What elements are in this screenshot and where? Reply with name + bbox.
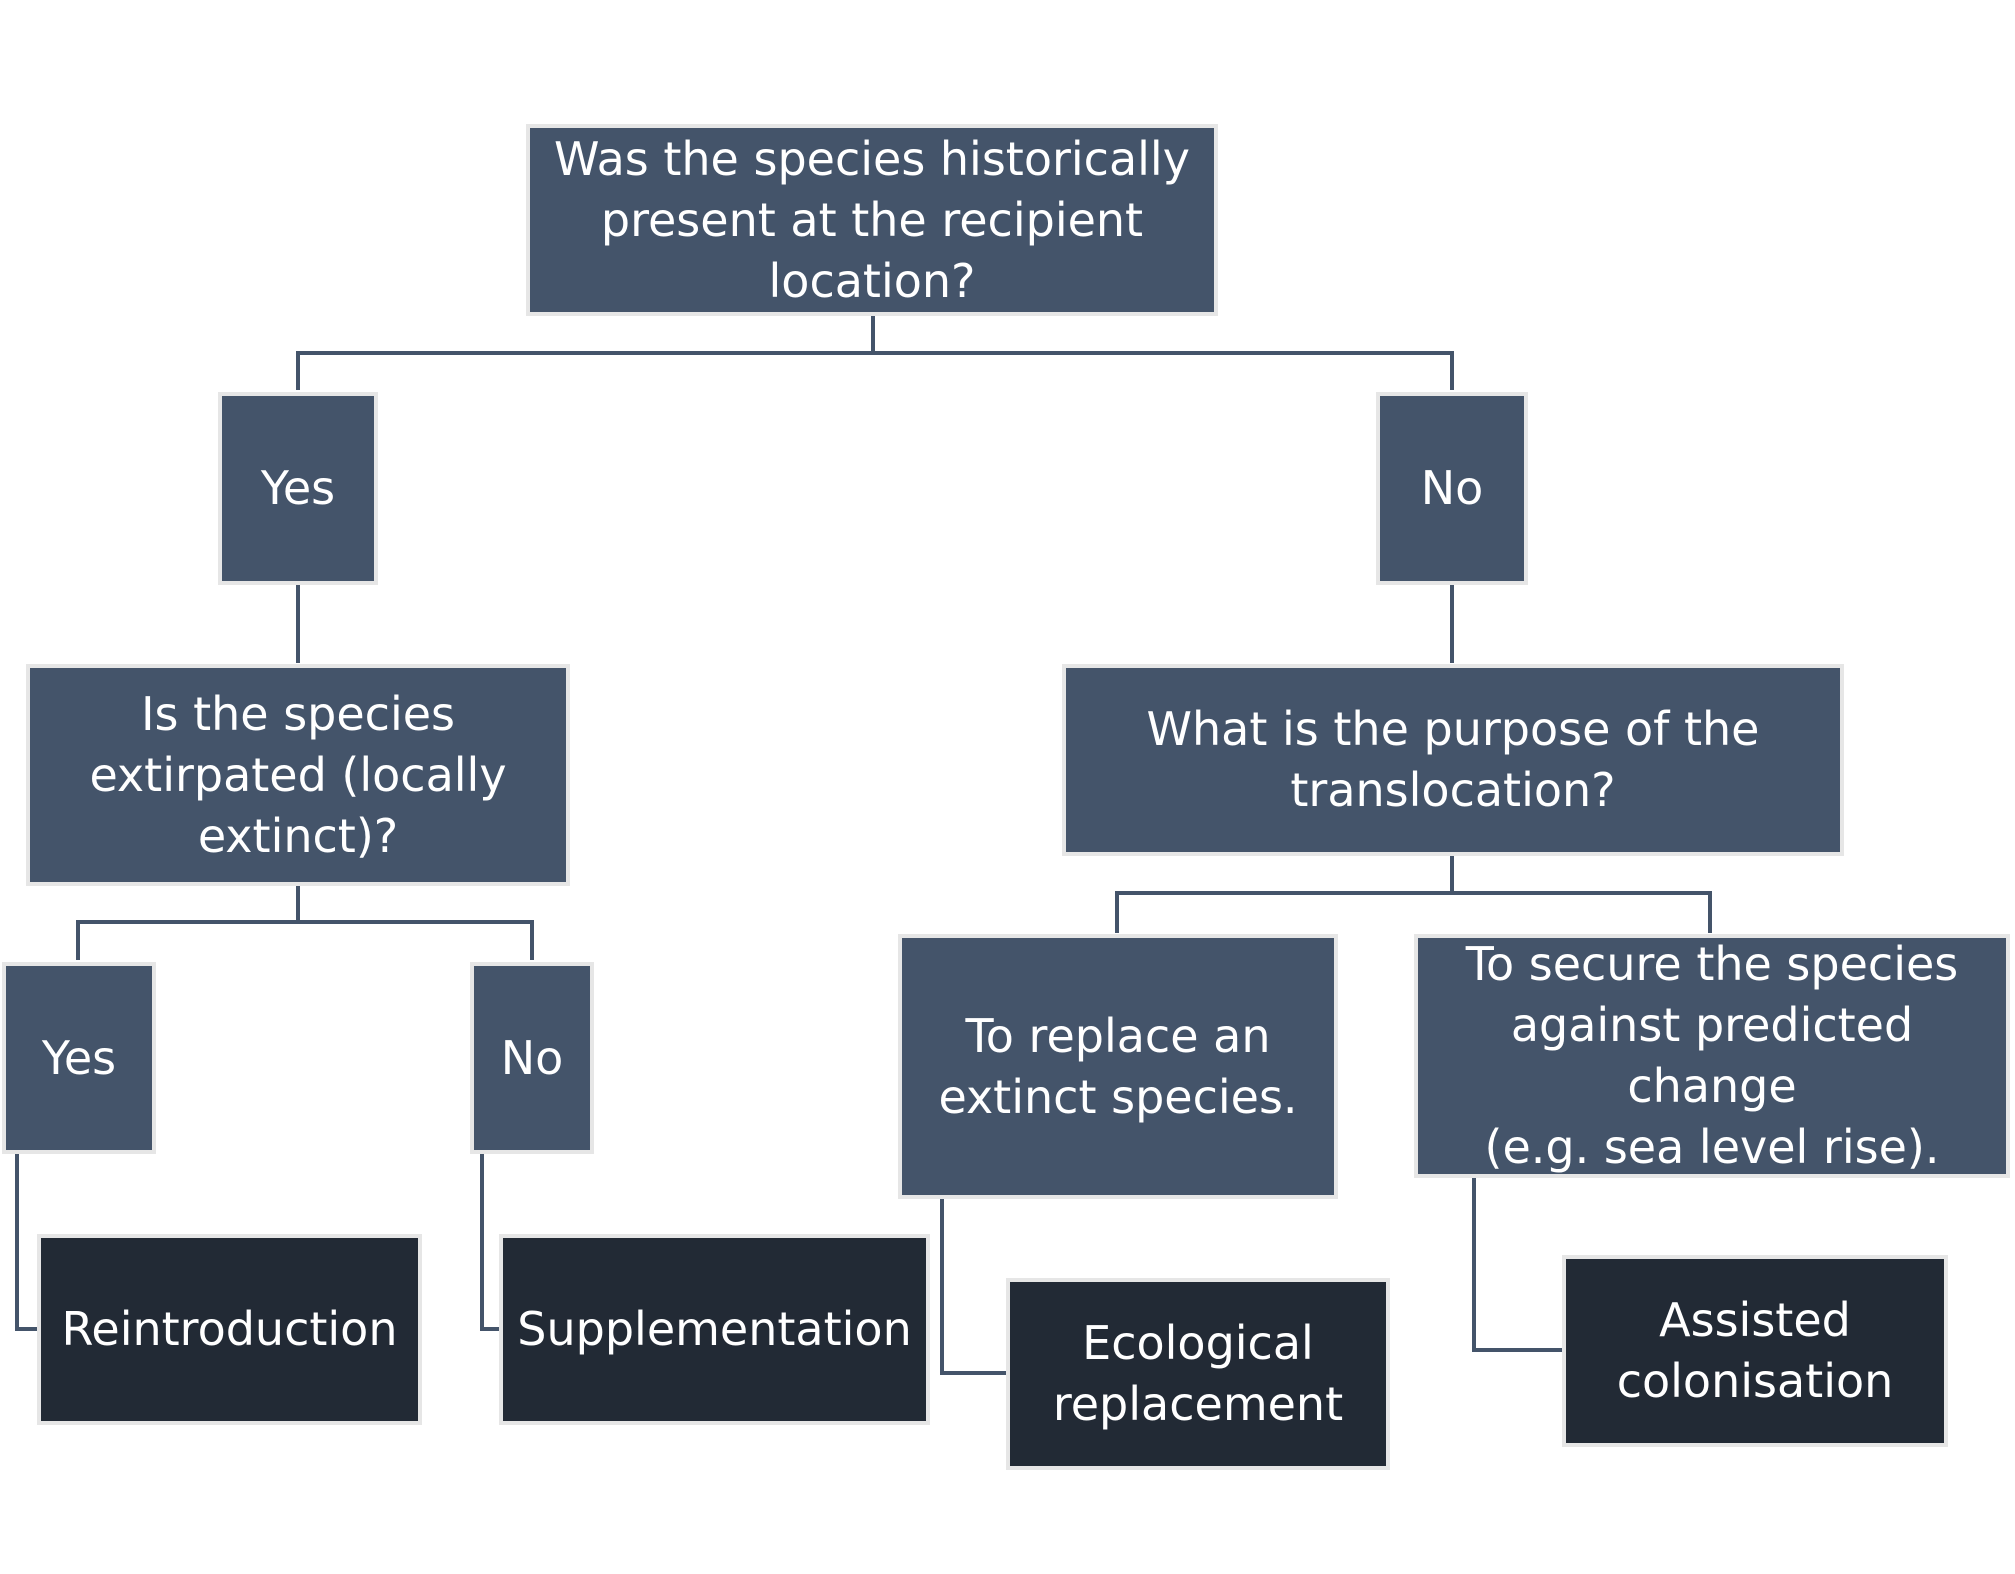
connector-replace-to-ecological <box>940 1199 1006 1375</box>
yes-branch-box: Yes <box>218 392 378 585</box>
connector-no-to-supplementation <box>480 1154 499 1331</box>
supplementation-result-box: Supplementation <box>499 1234 930 1425</box>
replace-extinct-species-box: To replace an extinct species. <box>898 934 1338 1199</box>
connector-yes-to-reintroduction <box>15 1154 37 1331</box>
purpose-question-box: What is the purpose of the translocation… <box>1062 664 1844 856</box>
connector-root-to-yes-no <box>296 316 1454 390</box>
assisted-colonisation-result-box: Assisted colonisation <box>1562 1255 1948 1447</box>
no-extirpated-box: No <box>470 962 594 1154</box>
connector-secure-to-assisted <box>1472 1178 1562 1352</box>
root-question-box: Was the species historically present at … <box>526 124 1218 316</box>
no-branch-box: No <box>1376 392 1528 585</box>
extirpated-question-box: Is the species extirpated (locally extin… <box>26 664 570 886</box>
ecological-replacement-result-box: Ecological replacement <box>1006 1278 1390 1470</box>
connector-purpose-to-options <box>1115 856 1712 933</box>
reintroduction-result-box: Reintroduction <box>37 1234 422 1425</box>
connector-extirpated-to-yes-no <box>76 886 534 960</box>
secure-species-box: To secure the species against predicted … <box>1414 934 2010 1178</box>
yes-extirpated-box: Yes <box>2 962 156 1154</box>
